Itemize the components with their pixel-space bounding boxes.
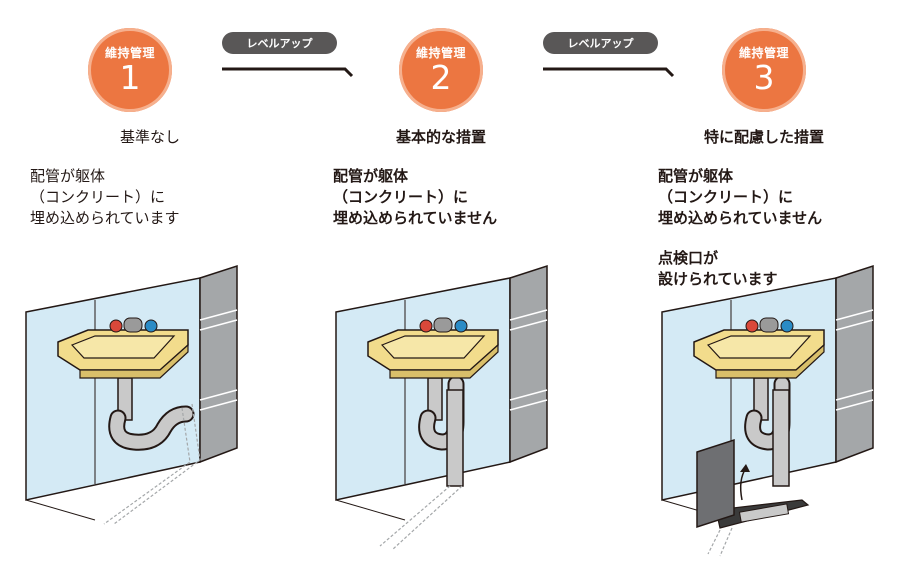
description-line: 埋め込められています	[30, 209, 180, 227]
badge-number: 3	[753, 58, 775, 97]
level-badge: 維持管理 2	[399, 28, 483, 112]
panel-level-3: 維持管理 3 特に配慮した措置 配管が躯体 （コンクリート）に 埋め込められてい…	[600, 0, 900, 569]
level-up-pill-1: レベルアップ	[222, 32, 337, 54]
panel-title: 基準なし	[119, 128, 180, 146]
description-line: 配管が躯体	[333, 167, 409, 185]
level-up-label: レベルアップ	[246, 37, 313, 50]
description-line: 配管が躯体	[658, 167, 734, 185]
badge-label: 維持管理	[738, 46, 789, 60]
description-line: 配管が躯体	[30, 167, 106, 185]
level-up-arrow-1	[222, 67, 354, 78]
badge-label: 維持管理	[104, 46, 155, 60]
description-line: （コンクリート）に	[30, 188, 166, 206]
panel-level-1: 維持管理 1 基準なし 配管が躯体 （コンクリート）に 埋め込められています	[0, 0, 300, 569]
inspection-note: 点検口が 設けられています	[658, 248, 778, 290]
sink-illustration-3	[661, 264, 874, 557]
panel-description: 配管が躯体 （コンクリート）に 埋め込められています	[30, 166, 180, 229]
sink-illustration-1	[25, 264, 238, 525]
inspection-lid	[696, 438, 735, 529]
panel-level-2: 維持管理 2 基本的な措置 配管が躯体 （コンクリート）に 埋め込められていませ…	[291, 0, 591, 569]
description-line: （コンクリート）に	[333, 188, 469, 206]
side-wall	[835, 264, 874, 464]
panel-title: 特に配慮した措置	[703, 128, 824, 146]
badge-number: 2	[430, 58, 452, 97]
panel-title: 基本的な措置	[395, 128, 486, 146]
panel-description: 配管が躯体 （コンクリート）に 埋め込められていません	[658, 166, 822, 229]
side-wall	[509, 264, 548, 464]
description-line: 埋め込められていません	[658, 209, 823, 227]
badge-label: 維持管理	[415, 46, 466, 60]
level-up-arrow-2	[543, 67, 675, 78]
side-wall	[199, 264, 238, 464]
badge-number: 1	[119, 58, 141, 97]
note-line: 設けられています	[658, 270, 778, 288]
level-up-label: レベルアップ	[567, 37, 634, 50]
level-up-pill-2: レベルアップ	[543, 32, 658, 54]
description-line: 埋め込められていません	[333, 209, 498, 227]
panel-description: 配管が躯体 （コンクリート）に 埋め込められていません	[333, 166, 497, 229]
level-badge: 維持管理 3	[722, 28, 806, 112]
description-line: （コンクリート）に	[658, 188, 794, 206]
level-badge: 維持管理 1	[88, 28, 172, 112]
note-line: 点検口が	[658, 249, 719, 267]
sink-illustration-2	[335, 264, 548, 551]
